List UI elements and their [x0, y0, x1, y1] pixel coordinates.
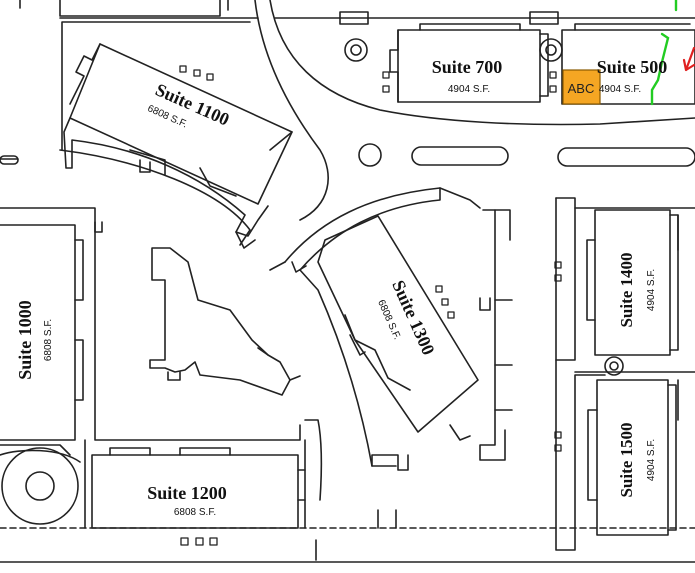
suite-name: Suite 1500: [617, 422, 636, 497]
suite-1400-label: Suite 1400 4904 S.F.: [617, 252, 657, 327]
planters-top: [339, 11, 563, 62]
suite-700-building: [389, 23, 549, 103]
suite-area: 4904 S.F.: [646, 439, 657, 481]
suite-name: Suite 1200: [147, 483, 227, 503]
suite-500-building: [561, 23, 695, 105]
median-islands: [0, 143, 695, 167]
suite-labels: Suite 700 4904 S.F. Suite 500 4904 S.F. …: [15, 57, 667, 518]
suite-500-label: Suite 500 4904 S.F.: [597, 57, 668, 95]
suite-1100-label: Suite 1100 6808 S.F.: [146, 79, 233, 130]
suite-1500-building: [587, 379, 677, 536]
suite-area: 6808 S.F.: [174, 507, 216, 518]
suite-name: Suite 500: [597, 57, 668, 77]
suite-1400-building: [586, 209, 679, 356]
utility-boxes: [179, 65, 562, 546]
suite-name: Suite 1400: [617, 252, 636, 327]
abc-marker[interactable]: ABC: [562, 69, 601, 105]
suite-1000-label: Suite 1000 6808 S.F.: [15, 300, 54, 380]
suite-1100-building: [63, 43, 293, 249]
suite-area: 4904 S.F.: [448, 84, 490, 95]
suite-name: Suite 700: [432, 57, 503, 77]
suite-1200-building: [84, 419, 323, 529]
bottom-road: [0, 509, 695, 563]
suite-area: 4904 S.F.: [646, 269, 657, 311]
suite-1300-label: Suite 1300 6808 S.F.: [375, 277, 439, 358]
suite-1000-building: [0, 207, 301, 456]
suite-1300-building: [269, 187, 481, 471]
suite-name: Suite 1000: [15, 300, 35, 380]
courtyard-structure: [149, 247, 301, 396]
road-edges: [0, 0, 695, 246]
suite-700-label: Suite 700 4904 S.F.: [432, 57, 503, 95]
suite-1200-label: Suite 1200 6808 S.F.: [147, 483, 227, 518]
roundabout: [0, 447, 81, 525]
suite-area: 4904 S.F.: [599, 84, 641, 95]
suite-name: Suite 1300: [388, 277, 439, 358]
suite-area: 6808 S.F.: [43, 319, 54, 361]
abc-marker-label: ABC: [568, 81, 595, 96]
selected-boundary: [650, 0, 695, 106]
suite-1500-label: Suite 1500 4904 S.F.: [617, 422, 657, 497]
